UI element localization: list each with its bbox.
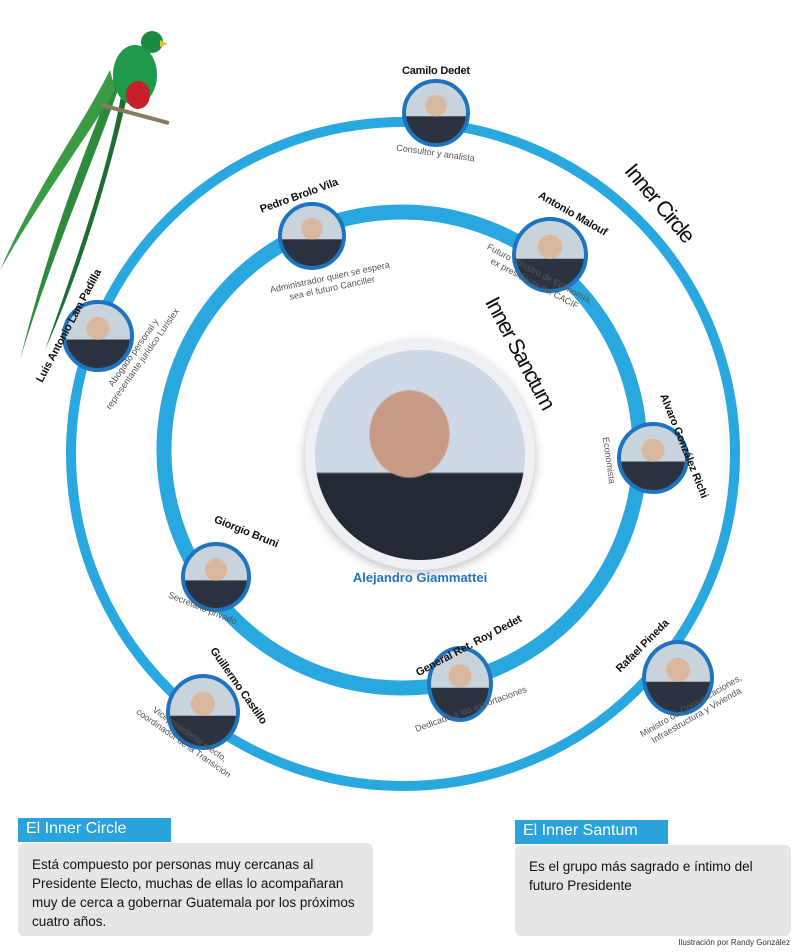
quetzal-bird-icon: [0, 31, 170, 360]
person-photo: [278, 202, 346, 270]
inner-circle-description: Está compuesto por personas muy cercanas…: [18, 843, 373, 936]
center-photo: [315, 350, 525, 560]
inner-circle-title: El Inner Circle: [18, 818, 171, 842]
inner-santum-description: Es el grupo más sagrado e íntimo del fut…: [515, 845, 791, 936]
person-photo: [402, 79, 470, 147]
person-photo: [166, 674, 240, 750]
inner-santum-title: El Inner Santum: [515, 820, 668, 844]
person-photo: [181, 542, 251, 612]
person-photo: [617, 422, 689, 494]
person-photo: [62, 300, 134, 372]
person-photo: [642, 640, 714, 716]
center-name: Alejandro Giammattei: [352, 570, 488, 585]
center-photo-frame: [305, 340, 535, 570]
rings: [0, 31, 740, 791]
illustration-credit: Ilustración por Randy González: [678, 938, 790, 947]
person-photo: [512, 217, 588, 293]
person-name: Camilo Dedet: [402, 65, 470, 77]
person-photo: [427, 646, 493, 722]
